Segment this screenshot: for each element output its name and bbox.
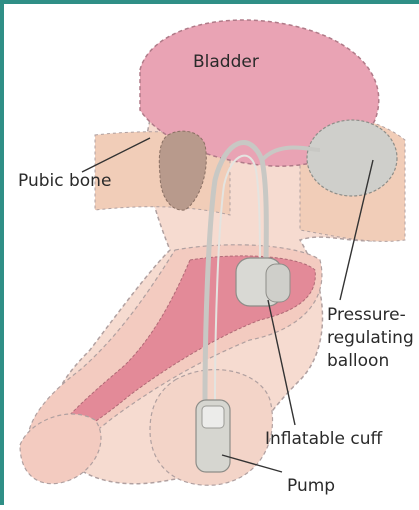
label-bladder: Bladder — [193, 51, 259, 74]
label-pressure-regulating-balloon: Pressure- regulating balloon — [327, 304, 414, 373]
label-balloon-line2: regulating — [327, 327, 414, 350]
pump-shape-top — [202, 406, 224, 428]
label-balloon-line3: balloon — [327, 350, 414, 373]
label-pubic-bone: Pubic bone — [18, 170, 111, 193]
label-pump: Pump — [287, 475, 335, 498]
label-inflatable-cuff: Inflatable cuff — [265, 428, 382, 451]
balloon-shape — [307, 120, 397, 196]
cuff-shape-inner — [266, 264, 290, 302]
label-balloon-line1: Pressure- — [327, 304, 414, 327]
